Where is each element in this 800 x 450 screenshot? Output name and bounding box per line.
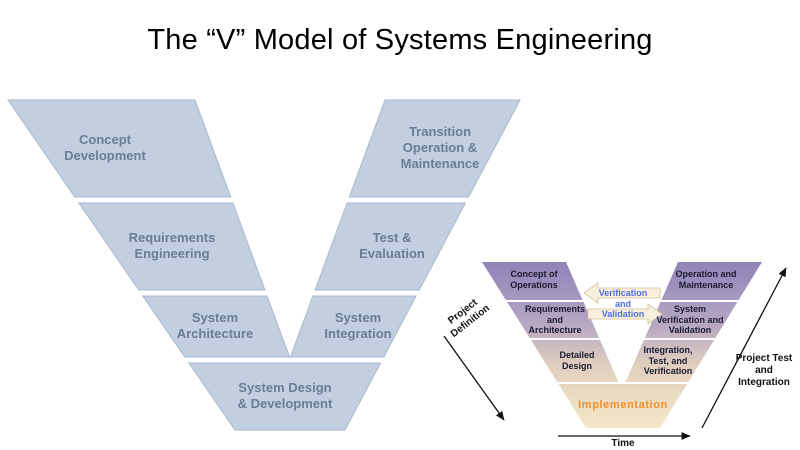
verification-right-arrow-icon bbox=[587, 303, 663, 325]
main-v-band-requirements-engineering-shape bbox=[77, 202, 266, 291]
main-v-label-requirements-engineering: Requirements Engineering bbox=[128, 229, 216, 261]
inset-label-implementation: Implementation bbox=[578, 398, 668, 411]
inset-axis-time: Time bbox=[611, 438, 635, 449]
main-v-label-system-design-development: System Design & Development bbox=[237, 379, 333, 411]
inset-band-requirements-and-architecture-shape bbox=[507, 302, 600, 338]
main-v-label-system-architecture: System Architecture bbox=[176, 309, 254, 341]
main-v-band-system-architecture-shape bbox=[141, 295, 291, 358]
inset-label-integration-test-verification: Integration, Test, and Verification bbox=[643, 345, 693, 377]
inset-band-integration-test-verification-shape bbox=[625, 340, 715, 382]
page-title: The “V” Model of Systems Engineering bbox=[147, 24, 653, 56]
main-v-label-test-evaluation: Test & Evaluation bbox=[359, 229, 425, 261]
inset-label-detailed-design: Detailed Design bbox=[559, 350, 595, 371]
inset-band-implementation-shape bbox=[558, 384, 688, 428]
inset-label-requirements-and-architecture: Requirements and Architecture bbox=[524, 304, 586, 336]
inset-band-operation-and-maintenance-shape bbox=[661, 262, 762, 300]
inset-band-system-verification-validation-shape bbox=[644, 302, 738, 338]
inset-band-detailed-design-shape bbox=[530, 340, 619, 382]
main-v-label-system-integration: System Integration bbox=[324, 309, 392, 341]
inset-band-concept-of-operations-shape bbox=[482, 262, 583, 300]
main-v-band-transition-operation-maintenance-shape bbox=[348, 99, 521, 198]
project-test-arrow-icon bbox=[701, 267, 787, 429]
inset-label-verification-and-validation: Verification and Validation bbox=[598, 287, 648, 320]
main-v-label-concept-development: Concept Development bbox=[64, 131, 146, 163]
project-definition-arrow-icon bbox=[443, 335, 505, 421]
main-v-label-transition-operation-maintenance: Transition Operation & Maintenance bbox=[400, 123, 480, 172]
inset-axis-project-test-integration: Project Test and Integration bbox=[735, 353, 793, 388]
inset-label-concept-of-operations: Concept of Operations bbox=[510, 269, 558, 290]
main-v-band-system-integration-shape bbox=[289, 295, 417, 358]
verification-left-arrow-icon bbox=[583, 282, 661, 304]
main-v-band-test-evaluation-shape bbox=[314, 202, 467, 291]
main-v-band-concept-development-shape bbox=[7, 99, 232, 198]
inset-label-operation-and-maintenance: Operation and Maintenance bbox=[675, 269, 737, 290]
inset-label-system-verification-validation: System Verification and Validation bbox=[656, 304, 724, 336]
main-v-band-system-design-development-shape bbox=[187, 362, 382, 431]
